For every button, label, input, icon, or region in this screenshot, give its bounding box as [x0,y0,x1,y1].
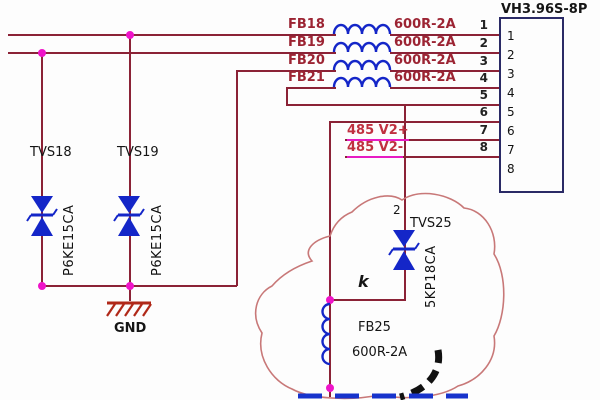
wire-row1-left [8,34,336,36]
wire-gnd-stub [129,285,131,301]
wire-row4-right [390,87,500,89]
net-pin-number: 3 [479,54,488,68]
net-pin-number: 6 [479,105,488,119]
junction-dot [126,282,134,290]
component-designator: FB25 [358,320,391,335]
inductor-coil-vertical-icon [321,302,331,366]
ground-icon [106,301,152,317]
connector-pin: 7 [507,143,515,157]
component-value: 600R-2A [394,17,456,32]
wire-ground-bus [41,285,237,287]
wire-tvs18-branch [41,52,43,286]
connector-pin: 8 [507,162,515,176]
connector-pin: 2 [507,48,515,62]
component-value: 600R-2A [394,35,456,50]
wire-row6 [330,121,500,123]
tvs-diode-icon [26,196,58,236]
junction-dot [38,49,46,57]
inductor-coil-icon [332,23,392,35]
junction-dot [326,384,334,392]
component-designator: TVS18 [30,145,72,160]
net-pin-number: 7 [479,123,488,137]
wire-row2-left [8,52,336,54]
component-value: 5KP18CA [424,245,439,308]
wire-row1-right [390,34,500,36]
net-pin-number: 8 [479,140,488,154]
component-designator: TVS19 [117,145,159,160]
junction-dot [326,296,334,304]
junction-dot [126,31,134,39]
wire-row3-left [236,70,336,72]
component-value: P6KE15CA [62,204,77,276]
net-pin-number: 5 [479,88,488,102]
junction-dot [38,282,46,290]
component-designator: TVS25 [410,216,452,231]
net-pin-number: 2 [479,36,488,50]
wire-row7 [345,139,500,141]
wire-row8 [345,156,500,158]
wire-row4-left [286,87,336,89]
wire-tvs19-branch [129,35,131,286]
component-designator: FB19 [288,35,325,50]
hand-drawn-blob [254,192,505,400]
connector-pin: 4 [507,86,515,100]
component-value: 600R-2A [394,53,456,68]
connector-pin: 1 [507,29,515,43]
inductor-coil-icon [332,76,392,88]
component-value: 600R-2A [352,345,408,360]
connector-pin: 5 [507,105,515,119]
wire-row3-drop [236,70,238,286]
tvs-diode-icon [388,230,420,270]
net-pin-number: 1 [479,18,488,32]
inductor-coil-icon [332,59,392,71]
connector-pin: 3 [507,67,515,81]
component-value: 600R-2A [394,70,456,85]
wire-row3-right [390,70,500,72]
wire-row5 [286,104,500,106]
wire-row2-right [390,52,500,54]
net-pin-number: 4 [479,71,488,85]
component-designator: FB21 [288,70,325,85]
connector-body [499,17,564,193]
net-label-485-v2-plus: 485 V2+ [347,124,409,141]
connector-pin: 6 [507,124,515,138]
wire-row4-row5-bend [286,87,288,105]
wire-fb25-tvs25-link [330,299,406,301]
tvs-diode-icon [113,196,145,236]
component-designator: FB20 [288,53,325,68]
connector-label: VH3.96S-8P [501,2,588,17]
pin-mark: 2 [393,203,401,217]
component-value: P6KE15CA [150,204,165,276]
ground-label: GND [114,321,147,336]
handwritten-annotation: k [358,272,369,291]
inductor-coil-icon [332,41,392,53]
net-label-485-v2-minus: 485 V2- [347,141,404,158]
component-designator: FB18 [288,17,325,32]
